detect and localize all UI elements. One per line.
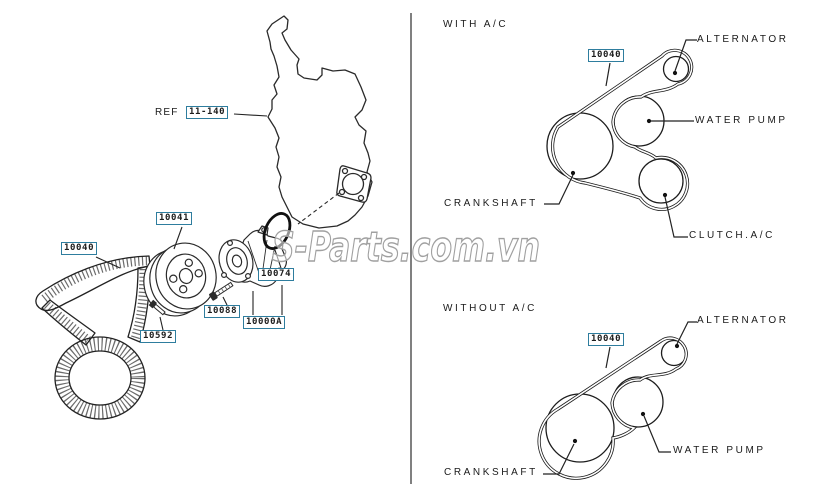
water-pump-pulley-drawing	[143, 242, 217, 317]
with-ac-leader-lines	[544, 39, 697, 238]
without-ac-water-pump-label: WATER PUMP	[673, 445, 766, 456]
without-ac-crankshaft-pulley	[545, 393, 615, 463]
with-ac-water-pump-label: WATER PUMP	[695, 115, 788, 126]
pulley-bolt-drawing	[148, 299, 166, 316]
with-ac-title: WITH A/C	[443, 19, 509, 30]
left-leader-lines	[95, 113, 283, 331]
without-ac-title: WITHOUT A/C	[443, 303, 537, 314]
with-ac-clutch-label: CLUTCH.A/C	[689, 230, 776, 241]
with-ac-crankshaft-label: CRANKSHAFT	[444, 198, 538, 209]
part-label-bolt-10592[interactable]: 10592	[140, 330, 177, 343]
timing-cover-drawing	[266, 15, 373, 229]
without-ac-alternator-label: ALTERNATOR	[697, 315, 789, 326]
part-label-pulley-10041[interactable]: 10041	[156, 212, 193, 225]
pump-opening-hole	[341, 172, 365, 196]
part-label-pump-kit-10000A[interactable]: 10000A	[243, 316, 286, 329]
part-label-bolt-10088[interactable]: 10088	[204, 305, 241, 318]
part-label-belt-10040[interactable]: 10040	[61, 242, 98, 255]
oring-drawing	[262, 212, 292, 250]
with-ac-crankshaft-pulley	[546, 112, 614, 180]
assembly-axis-dashed-line	[297, 192, 340, 225]
part-label-without-ac-belt-10040[interactable]: 10040	[588, 333, 625, 346]
part-label-oring-10074[interactable]: 10074	[258, 268, 295, 281]
pump-bolt-drawing	[209, 281, 234, 301]
with-ac-clutch-pulley	[638, 158, 684, 204]
without-ac-crankshaft-label: CRANKSHAFT	[444, 467, 538, 478]
watermark-text: S-Parts.com.vn	[272, 223, 540, 271]
without-ac-leader-dots	[572, 343, 680, 444]
part-label-ref-11-140[interactable]: 11-140	[186, 106, 229, 119]
with-ac-alternator-pulley	[662, 55, 690, 83]
with-ac-belt-diagram	[544, 39, 697, 238]
with-ac-alternator-label: ALTERNATOR	[697, 34, 789, 45]
part-label-with-ac-belt-10040[interactable]: 10040	[588, 49, 625, 62]
with-ac-belt-path	[550, 48, 694, 212]
ref-prefix-label: REF	[155, 107, 179, 118]
drive-belt-drawing	[35, 255, 151, 420]
without-ac-leader-lines	[543, 321, 697, 475]
without-ac-belt-diagram	[537, 321, 697, 480]
with-ac-leader-dots	[570, 70, 678, 198]
